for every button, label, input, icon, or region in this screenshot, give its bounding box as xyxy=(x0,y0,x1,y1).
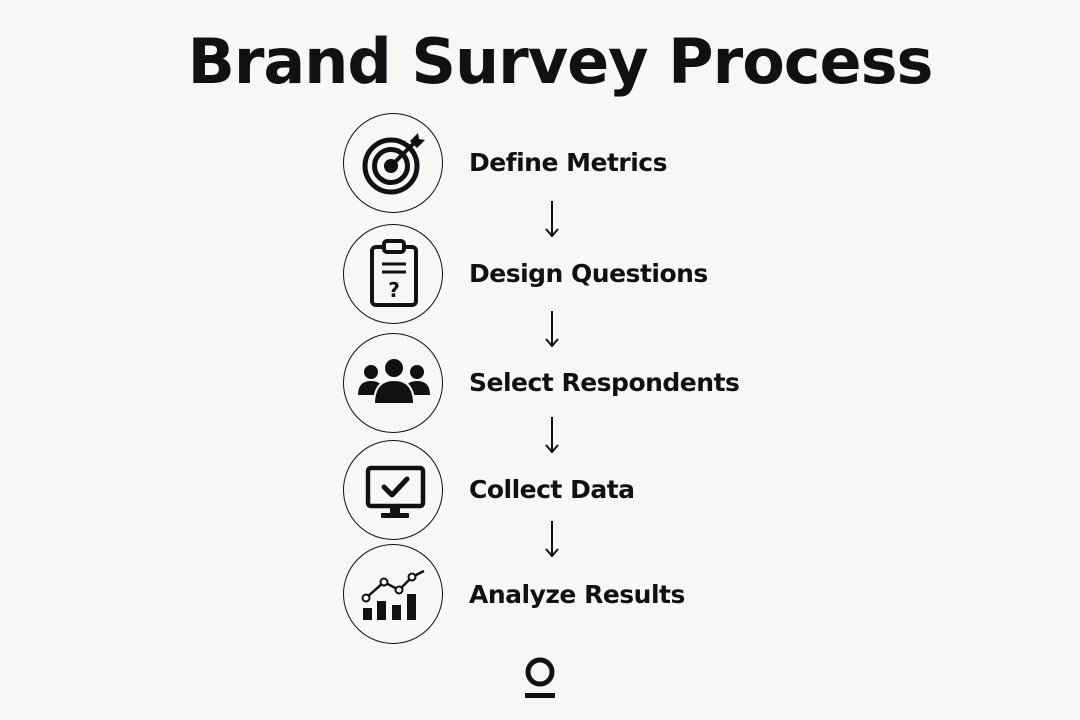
svg-text:?: ? xyxy=(388,278,400,302)
step-label-select-respondents: Select Respondents xyxy=(469,368,740,397)
step-circle-design-questions: ? xyxy=(343,224,443,324)
bar-line-chart-icon xyxy=(361,569,425,620)
arrow-down-icon xyxy=(542,309,562,349)
step-circle-select-respondents xyxy=(343,333,443,433)
step-label-collect-data: Collect Data xyxy=(469,475,635,504)
diagram-title: Brand Survey Process xyxy=(187,25,934,98)
step-label-define-metrics: Define Metrics xyxy=(469,148,668,177)
step-label-analyze-results: Analyze Results xyxy=(469,580,685,609)
step-label-design-questions: Design Questions xyxy=(469,259,708,288)
step-circle-collect-data xyxy=(343,440,443,540)
clipboard-question-icon: ? xyxy=(370,239,418,307)
people-group-icon xyxy=(358,357,430,405)
target-icon xyxy=(362,133,425,195)
monitor-check-icon xyxy=(365,465,426,518)
arrow-down-icon xyxy=(542,519,562,559)
arrow-down-icon xyxy=(542,199,562,239)
step-circle-define-metrics xyxy=(343,113,443,213)
step-circle-analyze-results xyxy=(343,544,443,644)
brand-logo-icon xyxy=(522,656,558,702)
arrow-down-icon xyxy=(542,415,562,455)
